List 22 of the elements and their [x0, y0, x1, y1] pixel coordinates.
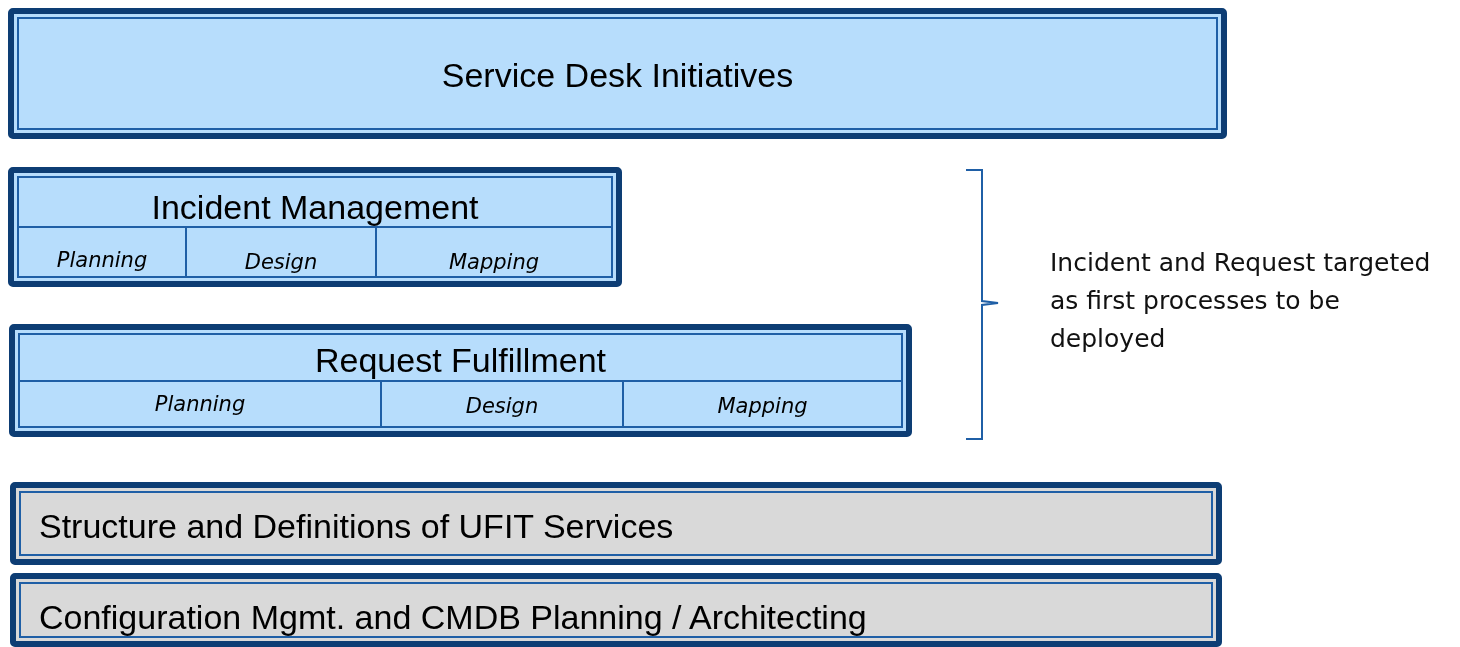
phase-cell: [187, 226, 377, 276]
foundation-bar: [10, 573, 1222, 647]
phase-cell: [20, 380, 382, 426]
phase-label: Mapping: [716, 394, 809, 418]
phase-label: Mapping: [447, 250, 541, 274]
box-title: Configuration Mgmt. and CMDB Planning / Architecting: [39, 597, 867, 637]
box-title: Incident Management: [150, 187, 480, 227]
title-banner: [8, 8, 1227, 139]
phase-label: Planning: [55, 248, 149, 272]
phase-cell: [19, 226, 187, 276]
phase-label: Design: [464, 394, 540, 418]
phase-cell: [382, 380, 624, 426]
process-box: [8, 167, 622, 287]
box-title: Structure and Definitions of UFIT Services: [39, 506, 674, 546]
process-box: [9, 324, 912, 437]
box-title: Request Fulfillment: [314, 340, 607, 380]
phase-label: Planning: [153, 392, 247, 416]
phase-label: Design: [243, 250, 319, 274]
box-title: Service Desk Initiatives: [440, 55, 795, 95]
phase-cell: [377, 226, 611, 276]
note-text: Incident and Request targeted as first processes to be deployed: [1050, 247, 1432, 355]
foundation-bar: [10, 482, 1222, 565]
